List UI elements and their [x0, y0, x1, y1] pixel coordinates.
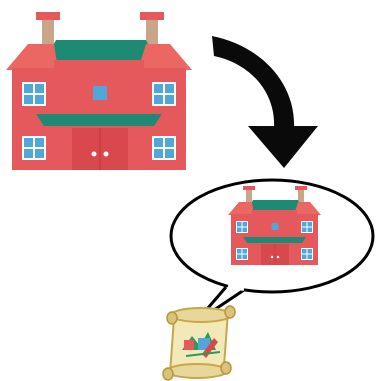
scroll-map-icon	[162, 305, 236, 381]
large-house-icon	[5, 11, 193, 171]
curved-arrow-down-icon	[212, 36, 318, 168]
